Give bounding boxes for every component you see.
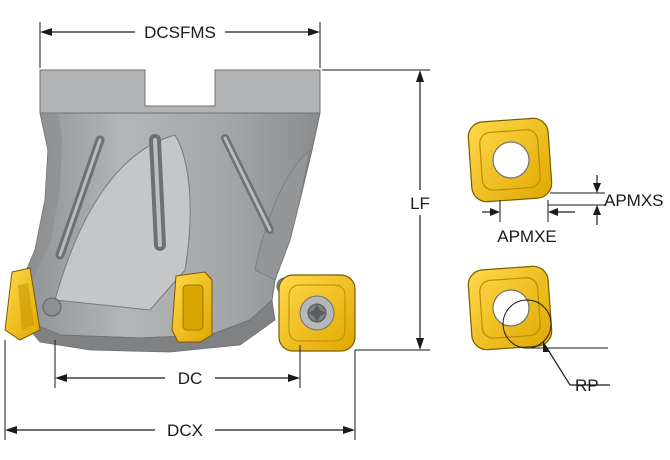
lf-label: LF [410,194,430,213]
dc-label: DC [178,369,203,388]
lf-dimension: LF [322,69,430,351]
apmxs-dimension: APMXS [548,175,664,225]
cutter-insert-right [278,274,356,352]
dcsfms-label: DCSFMS [144,23,216,42]
rp-label: RP [575,376,599,395]
dcx-dimension: DCX [4,340,356,440]
dc-dimension: DC [54,340,301,388]
dcsfms-dimension: DCSFMS [39,22,321,68]
cutter-insert-center [171,271,213,343]
apmxe-label: APMXE [497,227,557,246]
rp-dimension: RP [527,341,610,395]
insert-detail-top [467,117,553,203]
apmxe-dimension: APMXE [482,200,575,246]
cutter-insert-left [4,267,41,341]
insert-detail-bottom [467,265,553,351]
dcx-label: DCX [167,421,203,440]
cutter-body [19,69,321,353]
apmxs-label: APMXS [604,191,664,210]
